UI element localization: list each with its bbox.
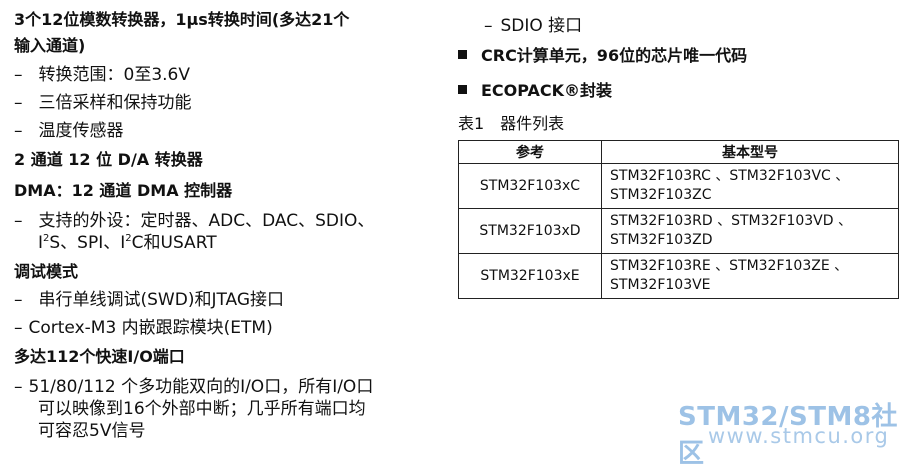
table-cell-reference: STM32F103xE bbox=[458, 253, 602, 299]
io-heading: 多达112个快速I/O端口 bbox=[14, 347, 185, 366]
dma-heading: DMA：12 通道 DMA 控制器 bbox=[14, 181, 233, 200]
header-part-numbers: 基本型号 bbox=[601, 140, 899, 164]
dash: – bbox=[14, 377, 23, 397]
dash: – bbox=[484, 16, 493, 36]
dash: – bbox=[14, 318, 23, 338]
watermark-title: STM32/STM8社区 bbox=[678, 402, 898, 469]
table-cell-parts: STM32F103RD 、STM32F103VD 、STM32F103ZD bbox=[601, 208, 899, 254]
ecopack-feature: ECOPACK®封装 bbox=[458, 77, 612, 101]
adc-item-range: –转换范围：0至3.6V bbox=[14, 65, 190, 85]
io-item-line1: –51/80/112 个多功能双向的I/O口，所有I/O口 bbox=[14, 377, 374, 397]
io-item-line2: 可以映像到16个外部中断；几乎所有端口均 bbox=[38, 399, 366, 419]
dash: – bbox=[14, 65, 23, 85]
square-bullet-icon bbox=[458, 85, 467, 94]
table-row: STM32F103xE STM32F103RE 、STM32F103ZE 、ST… bbox=[458, 253, 899, 299]
table-row: STM32F103xD STM32F103RD 、STM32F103VD 、ST… bbox=[458, 208, 899, 254]
adc-heading-line1: 3个12位模数转换器，1μs转换时间(多达21个 bbox=[14, 10, 350, 29]
table-cell-reference: STM32F103xC bbox=[458, 163, 602, 209]
debug-heading: 调试模式 bbox=[14, 262, 79, 281]
dma-item-line1: –支持的外设：定时器、ADC、DAC、SDIO、 bbox=[14, 211, 375, 231]
dac-heading: 2 通道 12 位 D/A 转换器 bbox=[14, 150, 203, 169]
clipped-previous-line bbox=[548, 0, 608, 1]
watermark-url: www.stmcu.org bbox=[708, 424, 890, 448]
table-cell-reference: STM32F103xD bbox=[458, 208, 602, 254]
table-row: STM32F103xC STM32F103RC 、STM32F103VC 、ST… bbox=[458, 163, 899, 209]
debug-item-swd: –串行单线调试(SWD)和JTAG接口 bbox=[14, 290, 285, 310]
table-caption: 表1 器件列表 bbox=[458, 114, 565, 133]
adc-item-sample-hold: –三倍采样和保持功能 bbox=[14, 93, 192, 113]
adc-item-temp-sensor: –温度传感器 bbox=[14, 121, 124, 141]
crc-feature: CRC计算单元，96位的芯片唯一代码 bbox=[458, 42, 747, 66]
device-table: 参考 基本型号 STM32F103xC STM32F103RC 、STM32F1… bbox=[458, 140, 899, 299]
dma-item-line2: I2S、SPI、I2C和USART bbox=[38, 233, 217, 253]
square-bullet-icon bbox=[458, 50, 467, 59]
dash: – bbox=[14, 211, 23, 231]
debug-item-etm: –Cortex-M3 内嵌跟踪模块(ETM) bbox=[14, 318, 273, 338]
table-header-row: 参考 基本型号 bbox=[458, 140, 899, 164]
sdio-item: –SDIO 接口 bbox=[484, 16, 583, 36]
dash: – bbox=[14, 93, 23, 113]
table-cell-parts: STM32F103RC 、STM32F103VC 、STM32F103ZC bbox=[601, 163, 899, 209]
table-cell-parts: STM32F103RE 、STM32F103ZE 、STM32F103VE bbox=[601, 253, 899, 299]
io-item-line3: 可容忍5V信号 bbox=[38, 421, 146, 441]
dash: – bbox=[14, 290, 23, 310]
header-reference: 参考 bbox=[458, 140, 602, 164]
adc-heading-line2: 输入通道) bbox=[14, 36, 86, 55]
dash: – bbox=[14, 121, 23, 141]
